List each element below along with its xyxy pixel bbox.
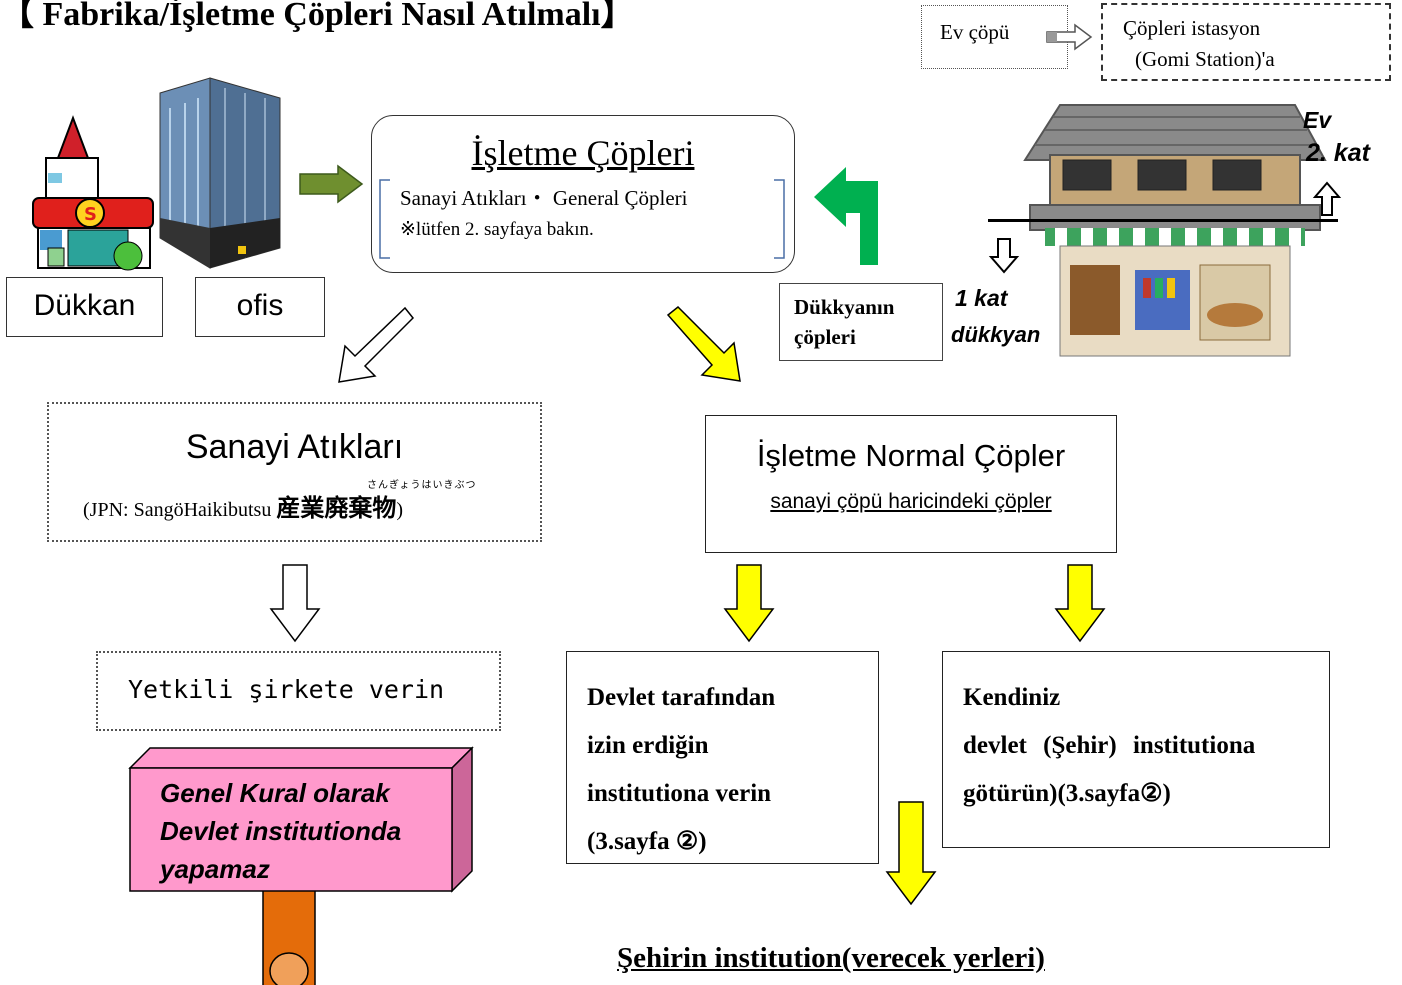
shop-house-illustration xyxy=(1023,104,1327,357)
down-arrow xyxy=(988,238,1020,274)
business-garbage-title: İşletme Çöpleri xyxy=(471,133,695,173)
shop-label: Dükkan xyxy=(6,277,163,337)
authorized-company-text: Yetkili şirkete verin xyxy=(128,675,445,704)
shop-garbage-line-1: Dükkyanın xyxy=(794,295,895,319)
government-line-1: Devlet tarafından xyxy=(587,684,776,711)
shop-illustration: S xyxy=(32,115,154,271)
authorized-company-box: Yetkili şirkete verin xyxy=(96,651,501,731)
city-institution-label: Şehirin institution(verecek yerleri) xyxy=(617,942,1045,974)
shop-garbage-box: Dükkyanın çöpleri xyxy=(779,283,943,361)
household-arrow xyxy=(1046,23,1093,51)
sign-text: Genel Kural olarak Devlet institutionda … xyxy=(160,774,401,888)
normal-garbage-box: İşletme Normal Çöpler sanayi çöpü harici… xyxy=(705,415,1117,553)
white-down-arrow xyxy=(269,564,321,643)
second-floor-label: 2. kat xyxy=(1306,139,1370,167)
yellow-down-arrow-bottom xyxy=(885,801,937,906)
office-label-text: ofis xyxy=(236,289,284,322)
sign-line-2: Devlet institutionda xyxy=(160,816,402,846)
olive-arrow xyxy=(299,164,364,204)
garbage-station-box: Çöpleri istasyon (Gomi Station)'a xyxy=(1101,3,1391,81)
self-delivery-box: Kendiniz devlet (Şehir) institutiona göt… xyxy=(942,651,1330,848)
floor-line xyxy=(988,219,1338,222)
dukkyan-label: dükkyan xyxy=(951,322,1041,347)
yellow-down-arrow-right xyxy=(1054,564,1106,643)
industrial-waste-kanji: 産業廃棄物 xyxy=(276,494,397,522)
svg-text:S: S xyxy=(84,204,97,225)
normal-garbage-title: İşletme Normal Çöpler xyxy=(756,438,1066,473)
industrial-waste-title: Sanayi Atıkları xyxy=(185,428,404,466)
business-garbage-subtitle: Sanayi Atıkları・ General Çöpleri xyxy=(400,186,688,210)
page-title: 【 Fabrika/İşletme Çöpleri Nasıl Atılmalı… xyxy=(0,0,635,33)
yellow-diagonal-arrow xyxy=(666,305,741,382)
station-line-1: Çöpleri istasyon xyxy=(1123,16,1261,40)
white-diagonal-arrow xyxy=(338,306,415,383)
self-line-2: devlet (Şehir) institutiona xyxy=(963,732,1256,759)
office-label: ofis xyxy=(195,277,325,337)
station-line-2: (Gomi Station)'a xyxy=(1135,47,1275,71)
shop-label-text: Dükkan xyxy=(33,289,136,322)
bracket xyxy=(379,179,785,259)
industrial-waste-subtitle: (JPN: SangöHaikibutsu 産業廃棄物) xyxy=(83,488,403,523)
ev-label: Ev xyxy=(1303,107,1332,133)
government-permit-box: Devlet tarafından izin erdiğin instituti… xyxy=(566,651,879,864)
up-arrow xyxy=(1312,181,1342,216)
industrial-waste-sub-suffix: ) xyxy=(396,499,404,521)
green-arrow xyxy=(814,167,878,265)
business-garbage-note: ※lütfen 2. sayfaya bakın. xyxy=(400,219,594,240)
government-line-2: izin erdiğin xyxy=(587,732,709,759)
shop-garbage-line-2: çöpleri xyxy=(794,325,856,349)
industrial-waste-box: Sanayi Atıkları さんぎょうはいきぶつ (JPN: SangöHa… xyxy=(47,402,542,542)
yellow-down-arrow-left xyxy=(723,564,775,643)
government-line-4: (3.sayfa ②) xyxy=(587,828,707,855)
sign-line-1: Genel Kural olarak xyxy=(160,778,390,808)
household-garbage-label: Ev çöpü xyxy=(921,5,1068,69)
industrial-waste-furigana: さんぎょうはいきぶつ xyxy=(367,480,477,491)
sign-line-3: yapamaz xyxy=(160,854,270,884)
household-garbage-text: Ev çöpü xyxy=(940,20,1010,44)
first-floor-label: 1 kat xyxy=(955,285,1008,311)
office-building-illustration xyxy=(159,77,281,269)
industrial-waste-sub-prefix: (JPN: SangöHaikibutsu xyxy=(83,499,277,521)
self-line-1: Kendiniz xyxy=(963,684,1061,711)
government-line-3: institutiona verin xyxy=(587,780,772,807)
business-garbage-box: İşletme Çöpleri Sanayi Atıkları・ General… xyxy=(371,115,795,273)
self-line-3: götürün)(3.sayfa②) xyxy=(963,780,1171,807)
sign-illustration xyxy=(128,746,474,985)
normal-garbage-sub: sanayi çöpü haricindeki çöpler xyxy=(770,490,1052,513)
